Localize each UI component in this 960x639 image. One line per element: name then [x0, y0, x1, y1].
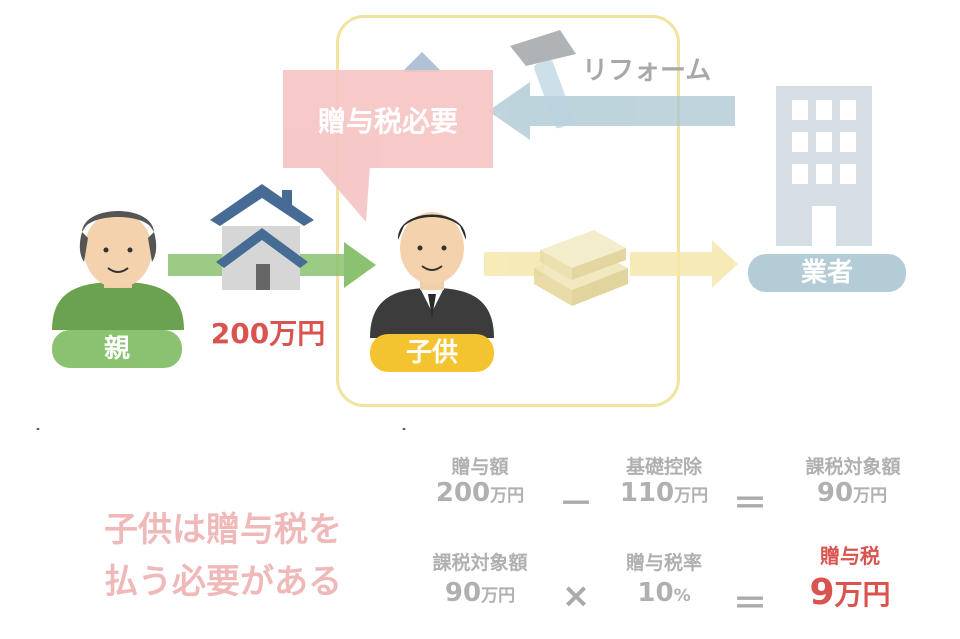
- hammer-icon: [510, 30, 576, 129]
- money-stack-icon: [534, 230, 628, 306]
- row2-a-label: 課税対象額: [432, 552, 528, 574]
- contractor-pill: 業者: [748, 254, 906, 292]
- house-icon: [210, 184, 314, 290]
- brace: [36, 428, 406, 430]
- row2-times: ×: [561, 576, 591, 616]
- child-highlight-frame: [336, 15, 680, 407]
- child-pill: 子供: [370, 334, 494, 372]
- gift-amount-label: 200万円: [210, 317, 326, 350]
- conclusion-line-1: 子供は贈与税を: [104, 510, 342, 550]
- row2-c-value: 9万円: [809, 572, 891, 613]
- child-avatar: [370, 212, 494, 338]
- row1-a-value: 200万円: [435, 478, 525, 508]
- reform-arrow: [488, 82, 735, 140]
- row1-a-label: 贈与額: [451, 456, 509, 478]
- faded-house-icon: [402, 52, 442, 72]
- diagram-illustration: [36, 30, 872, 430]
- row2-equals: ＝: [733, 584, 767, 624]
- row2-c-label: 贈与税: [820, 544, 880, 568]
- parent-avatar: [52, 211, 184, 330]
- row1-b-label: 基礎控除: [625, 456, 702, 478]
- row1-minus: －: [559, 484, 593, 524]
- row2-b-label: 贈与税率: [625, 552, 702, 574]
- row2-a-value: 90万円: [444, 578, 516, 608]
- row1-c-label: 課税対象額: [805, 456, 901, 478]
- row1-equals: ＝: [733, 484, 767, 524]
- reform-label: リフォーム: [582, 56, 712, 86]
- row1-c-value: 90万円: [816, 478, 888, 508]
- parent-pill: 親: [52, 330, 182, 368]
- conclusion-line-2: 払う必要がある: [104, 562, 342, 602]
- row1-b-value: 110万円: [619, 478, 709, 508]
- tax-required-callout: [283, 70, 493, 222]
- tax-required-label: 贈与税必要: [317, 105, 458, 138]
- row2-b-value: 10%: [637, 578, 691, 608]
- building-icon: [776, 86, 872, 246]
